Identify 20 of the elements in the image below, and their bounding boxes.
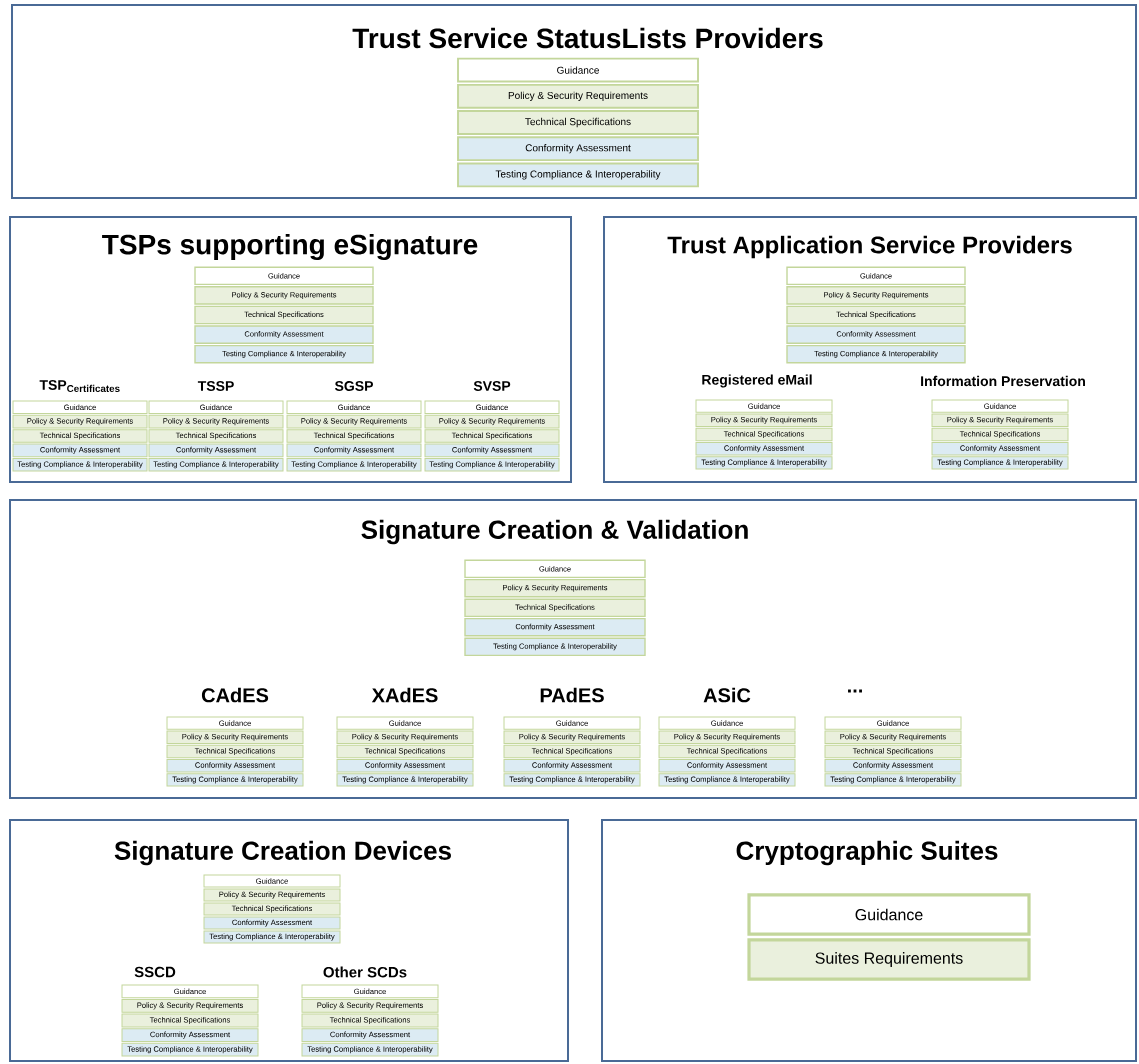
heading: PAdES <box>540 687 604 703</box>
heading: Other SCDs <box>323 966 407 978</box>
row-box: Conformity Assessment <box>457 136 699 162</box>
heading: TSSP <box>197 381 234 391</box>
heading: ... <box>848 689 862 693</box>
heading: CAdES <box>201 687 269 703</box>
heading: ASiC <box>703 687 751 703</box>
heading: SSCD <box>134 966 176 978</box>
row-box: Technical Specifications <box>457 110 699 135</box>
row-box: Policy & Security Requirements <box>457 83 699 109</box>
heading: Registered eMail <box>702 374 812 388</box>
row-box: Guidance <box>457 57 699 83</box>
row-box: Guidance <box>747 893 1031 936</box>
heading: Information Preservation <box>921 375 1085 387</box>
heading: SGSP <box>334 381 373 391</box>
row-box: Testing Compliance & Interoperability <box>457 162 699 188</box>
heading: $\mathrm{TSP}_{\mathrm{Certificates}}$ <box>39 379 120 392</box>
heading: SVSP <box>473 381 511 391</box>
row-box: Suites Requirements <box>747 938 1031 981</box>
heading: XAdES <box>371 687 438 703</box>
